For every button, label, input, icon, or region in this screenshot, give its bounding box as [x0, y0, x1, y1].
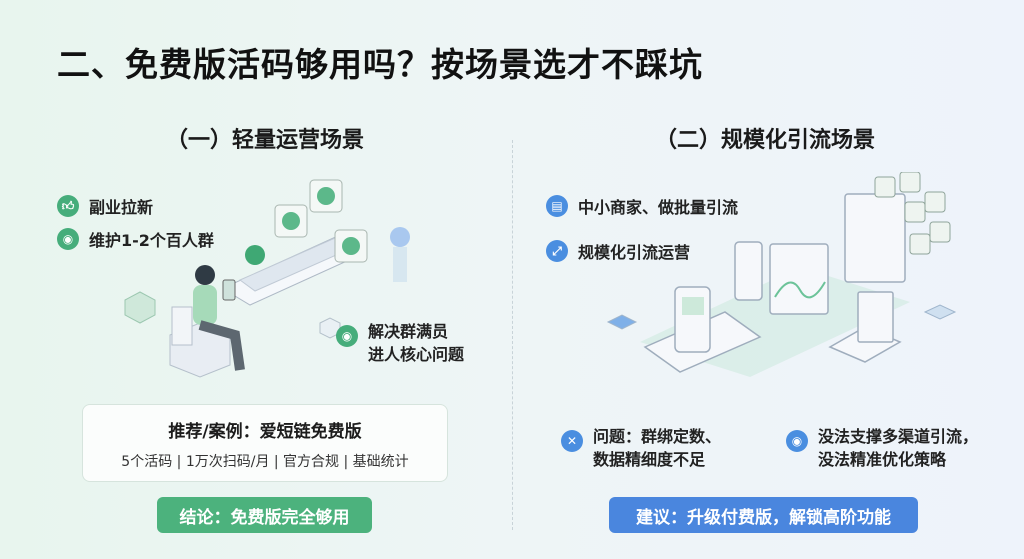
store-icon: ▤ [546, 195, 568, 217]
problem-item: ✕ 问题：群绑定数、数据精细度不足 [561, 425, 721, 471]
problem-line: 问题：群绑定数、 [593, 427, 722, 446]
expand-arrows-icon: ⤢ [546, 240, 568, 262]
bullet-side-hustle: 👍︎ 副业拉新 [57, 194, 153, 218]
problem-line: 没法支撑多渠道引流， [818, 427, 979, 446]
bullet-text: 副业拉新 [89, 198, 154, 217]
suggestion-badge: 建议：升级付费版，解锁高阶功能 [609, 497, 918, 533]
monitor-large [844, 193, 906, 283]
multi-device-illustration [606, 172, 957, 377]
users-icon: ◉ [786, 430, 808, 452]
bullet-merchants: ▤ 中小商家、做批量引流 [546, 194, 738, 218]
conclusion-badge: 结论：免费版完全够用 [157, 497, 372, 533]
phone [674, 286, 711, 353]
chat-bubble-icons [245, 179, 368, 265]
right-section-heading: （二）规模化引流场景 [654, 128, 875, 153]
problem-line: 数据精细度不足 [593, 450, 706, 469]
note-line: 进人核心问题 [368, 345, 465, 364]
bullet-scale-operation: ⤢ 规模化引流运营 [546, 239, 690, 263]
chat-bubble-icons [874, 172, 951, 255]
thumbs-up-icon: 👍︎ [57, 195, 79, 217]
section-divider [512, 140, 513, 530]
phone-small [734, 241, 763, 301]
users-icon: ◉ [336, 325, 358, 347]
note-group-full: ◉ 解决群满员进人核心问题 [336, 320, 464, 366]
note-line: 解决群满员 [368, 322, 449, 341]
close-circle-icon: ✕ [561, 430, 583, 452]
bullet-text: 维护1-2个百人群 [89, 231, 214, 250]
light-operation-illustration [124, 179, 410, 378]
monitor-chart [769, 243, 829, 315]
cube-decoration [124, 291, 156, 324]
problem-line: 没法精准优化策略 [818, 450, 947, 469]
bullet-text: 规模化引流运营 [578, 243, 691, 262]
chip-decoration [606, 314, 638, 330]
users-icon: ◉ [57, 228, 79, 250]
recommendation-card: 推荐/案例：爱短链免费版 5个活码 | 1万次扫码/月 | 官方合规 | 基础统… [82, 404, 448, 482]
card-subtitle: 5个活码 | 1万次扫码/月 | 官方合规 | 基础统计 [121, 454, 409, 470]
person-at-chair [169, 265, 245, 378]
sphere-decoration [390, 227, 410, 247]
card-title: 推荐/案例：爱短链免费版 [168, 422, 362, 442]
problem-item: ◉ 没法支撑多渠道引流， 没法精准优化策略 [786, 425, 978, 471]
left-section-heading: （一）轻量运营场景 [165, 128, 364, 153]
bullet-text: 中小商家、做批量引流 [578, 198, 739, 217]
page-title: 二、免费版活码够用吗？按场景选才不踩坑 [57, 45, 703, 84]
bullet-maintain-groups: ◉ 维护1-2个百人群 [57, 227, 214, 251]
